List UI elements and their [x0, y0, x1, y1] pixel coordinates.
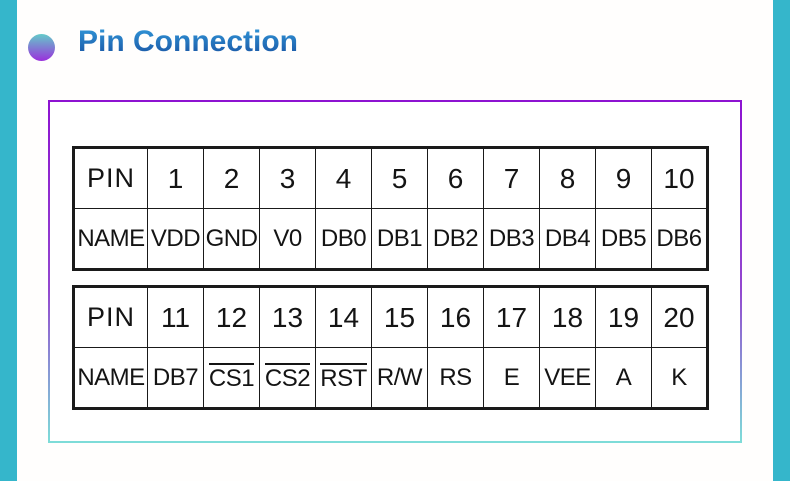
table-cell: 5 — [371, 147, 428, 209]
table-cell: DB1 — [371, 208, 428, 270]
table-cell: DB7 — [147, 347, 204, 409]
row-header-cell: NAME — [73, 347, 148, 409]
table-cell: 9 — [595, 147, 652, 209]
table-cell: DB4 — [539, 208, 596, 270]
table-cell: 7 — [483, 147, 540, 209]
table-cell: 6 — [427, 147, 484, 209]
table-cell: GND — [203, 208, 260, 270]
table-cell: V0 — [259, 208, 316, 270]
table-cell: 4 — [315, 147, 372, 209]
table-cell: DB3 — [483, 208, 540, 270]
table-cell: 18 — [539, 286, 596, 348]
table-cell: K — [651, 347, 708, 409]
row-header-cell: PIN — [73, 286, 148, 348]
table-cell: DB6 — [651, 208, 708, 270]
table-cell: 2 — [203, 147, 260, 209]
table-cell: 20 — [651, 286, 708, 348]
table-cell: E — [483, 347, 540, 409]
table-cell: 15 — [371, 286, 428, 348]
table-cell: 12 — [203, 286, 260, 348]
table-cell: 11 — [147, 286, 204, 348]
table-cell: 14 — [315, 286, 372, 348]
page-title: Pin Connection — [78, 24, 298, 58]
table-cell: 3 — [259, 147, 316, 209]
table-cell: 16 — [427, 286, 484, 348]
row-header-cell: NAME — [73, 208, 148, 270]
table-cell: CS2 — [259, 347, 316, 409]
row-header-cell: PIN — [73, 147, 148, 209]
section-header: Pin Connection — [28, 22, 298, 61]
table-cell: VEE — [539, 347, 596, 409]
table-cell: DB0 — [315, 208, 372, 270]
section-bullet-icon — [28, 34, 55, 61]
table-cell: RST — [315, 347, 372, 409]
table-cell: 8 — [539, 147, 596, 209]
table-cell: R/W — [371, 347, 428, 409]
table-cell: VDD — [147, 208, 204, 270]
left-accent-bar — [0, 0, 17, 481]
table-cell: 13 — [259, 286, 316, 348]
table-cell: 19 — [595, 286, 652, 348]
right-accent-bar — [773, 0, 790, 481]
table-cell: RS — [427, 347, 484, 409]
table-cell: 1 — [147, 147, 204, 209]
table-cell: DB2 — [427, 208, 484, 270]
table-cell: A — [595, 347, 652, 409]
table-cell: 17 — [483, 286, 540, 348]
table-cell: 10 — [651, 147, 708, 209]
table-cell: DB5 — [595, 208, 652, 270]
table-cell: CS1 — [203, 347, 260, 409]
